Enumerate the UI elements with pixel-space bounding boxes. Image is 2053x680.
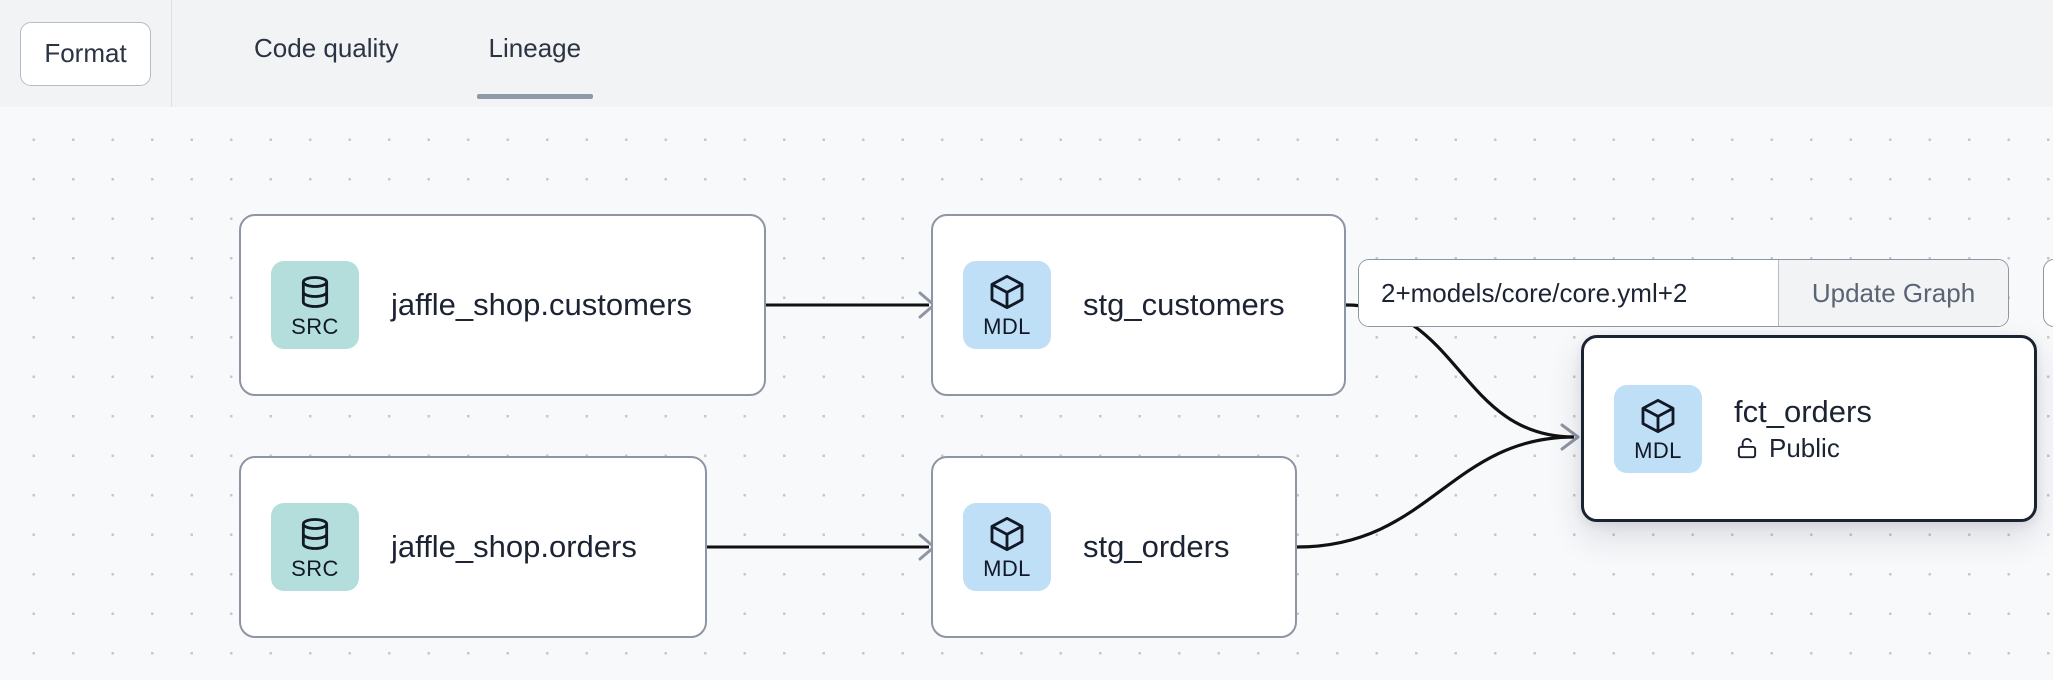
node-visibility-label: Public	[1769, 432, 1840, 463]
node-visibility: Public	[1734, 435, 1872, 461]
node-body: stg_orders	[1083, 528, 1230, 564]
mdl-badge-label: MDL	[983, 314, 1031, 339]
src-badge-label: SRC	[291, 556, 339, 581]
mdl-badge-label: MDL	[1634, 437, 1682, 463]
mdl-badge-label: MDL	[983, 556, 1031, 581]
database-icon	[301, 276, 329, 308]
format-button[interactable]: Format	[20, 21, 151, 86]
header-left-group: Format	[0, 0, 172, 107]
edge-orders-to-stg-orders	[707, 533, 936, 561]
src-badge: SRC	[271, 261, 359, 349]
edge-stg-orders-to-fct-orders	[1296, 423, 1580, 549]
tab-lineage-label: Lineage	[488, 33, 582, 63]
graph-selector-input[interactable]	[1359, 260, 1778, 326]
cube-icon	[990, 274, 1024, 310]
node-title: fct_orders	[1734, 394, 1872, 430]
update-graph-button[interactable]: Update Graph	[1778, 260, 2008, 326]
tab-code-quality[interactable]: Code quality	[242, 0, 411, 107]
src-badge-label: SRC	[291, 314, 339, 339]
node-body: jaffle_shop.customers	[391, 286, 692, 322]
src-badge: SRC	[271, 503, 359, 591]
node-fct-orders[interactable]: MDL fct_orders Public	[1581, 335, 2037, 522]
mdl-badge: MDL	[963, 261, 1051, 349]
node-body: fct_orders Public	[1734, 396, 1872, 461]
database-icon	[301, 518, 329, 550]
cube-icon	[1641, 398, 1675, 433]
mdl-badge: MDL	[1614, 384, 1702, 473]
node-stg-orders[interactable]: MDL stg_orders	[931, 456, 1297, 638]
toolbar-overflow-panel[interactable]	[2043, 259, 2053, 327]
edge-customers-to-stg-customers	[766, 291, 936, 319]
node-body: stg_customers	[1083, 286, 1285, 322]
tab-code-quality-label: Code quality	[254, 33, 399, 63]
node-stg-customers[interactable]: MDL stg_customers	[931, 214, 1346, 396]
cube-icon	[990, 516, 1024, 552]
node-title: jaffle_shop.orders	[391, 528, 637, 564]
node-title: stg_orders	[1083, 528, 1230, 564]
tab-bar: Code quality Lineage	[172, 0, 659, 107]
mdl-badge: MDL	[963, 503, 1051, 591]
node-title: stg_customers	[1083, 286, 1285, 322]
lineage-canvas[interactable]: SRC jaffle_shop.customers SRC jaffle_sho…	[0, 107, 2053, 680]
node-title: jaffle_shop.customers	[391, 286, 692, 322]
graph-selector-bar: Update Graph	[1358, 259, 2009, 327]
editor-header: Format Code quality Lineage	[0, 0, 2053, 107]
node-jaffle-shop-orders[interactable]: SRC jaffle_shop.orders	[239, 456, 707, 638]
node-jaffle-shop-customers[interactable]: SRC jaffle_shop.customers	[239, 214, 766, 396]
unlock-icon	[1737, 437, 1757, 458]
node-body: jaffle_shop.orders	[391, 528, 637, 564]
tab-lineage[interactable]: Lineage	[476, 0, 594, 107]
